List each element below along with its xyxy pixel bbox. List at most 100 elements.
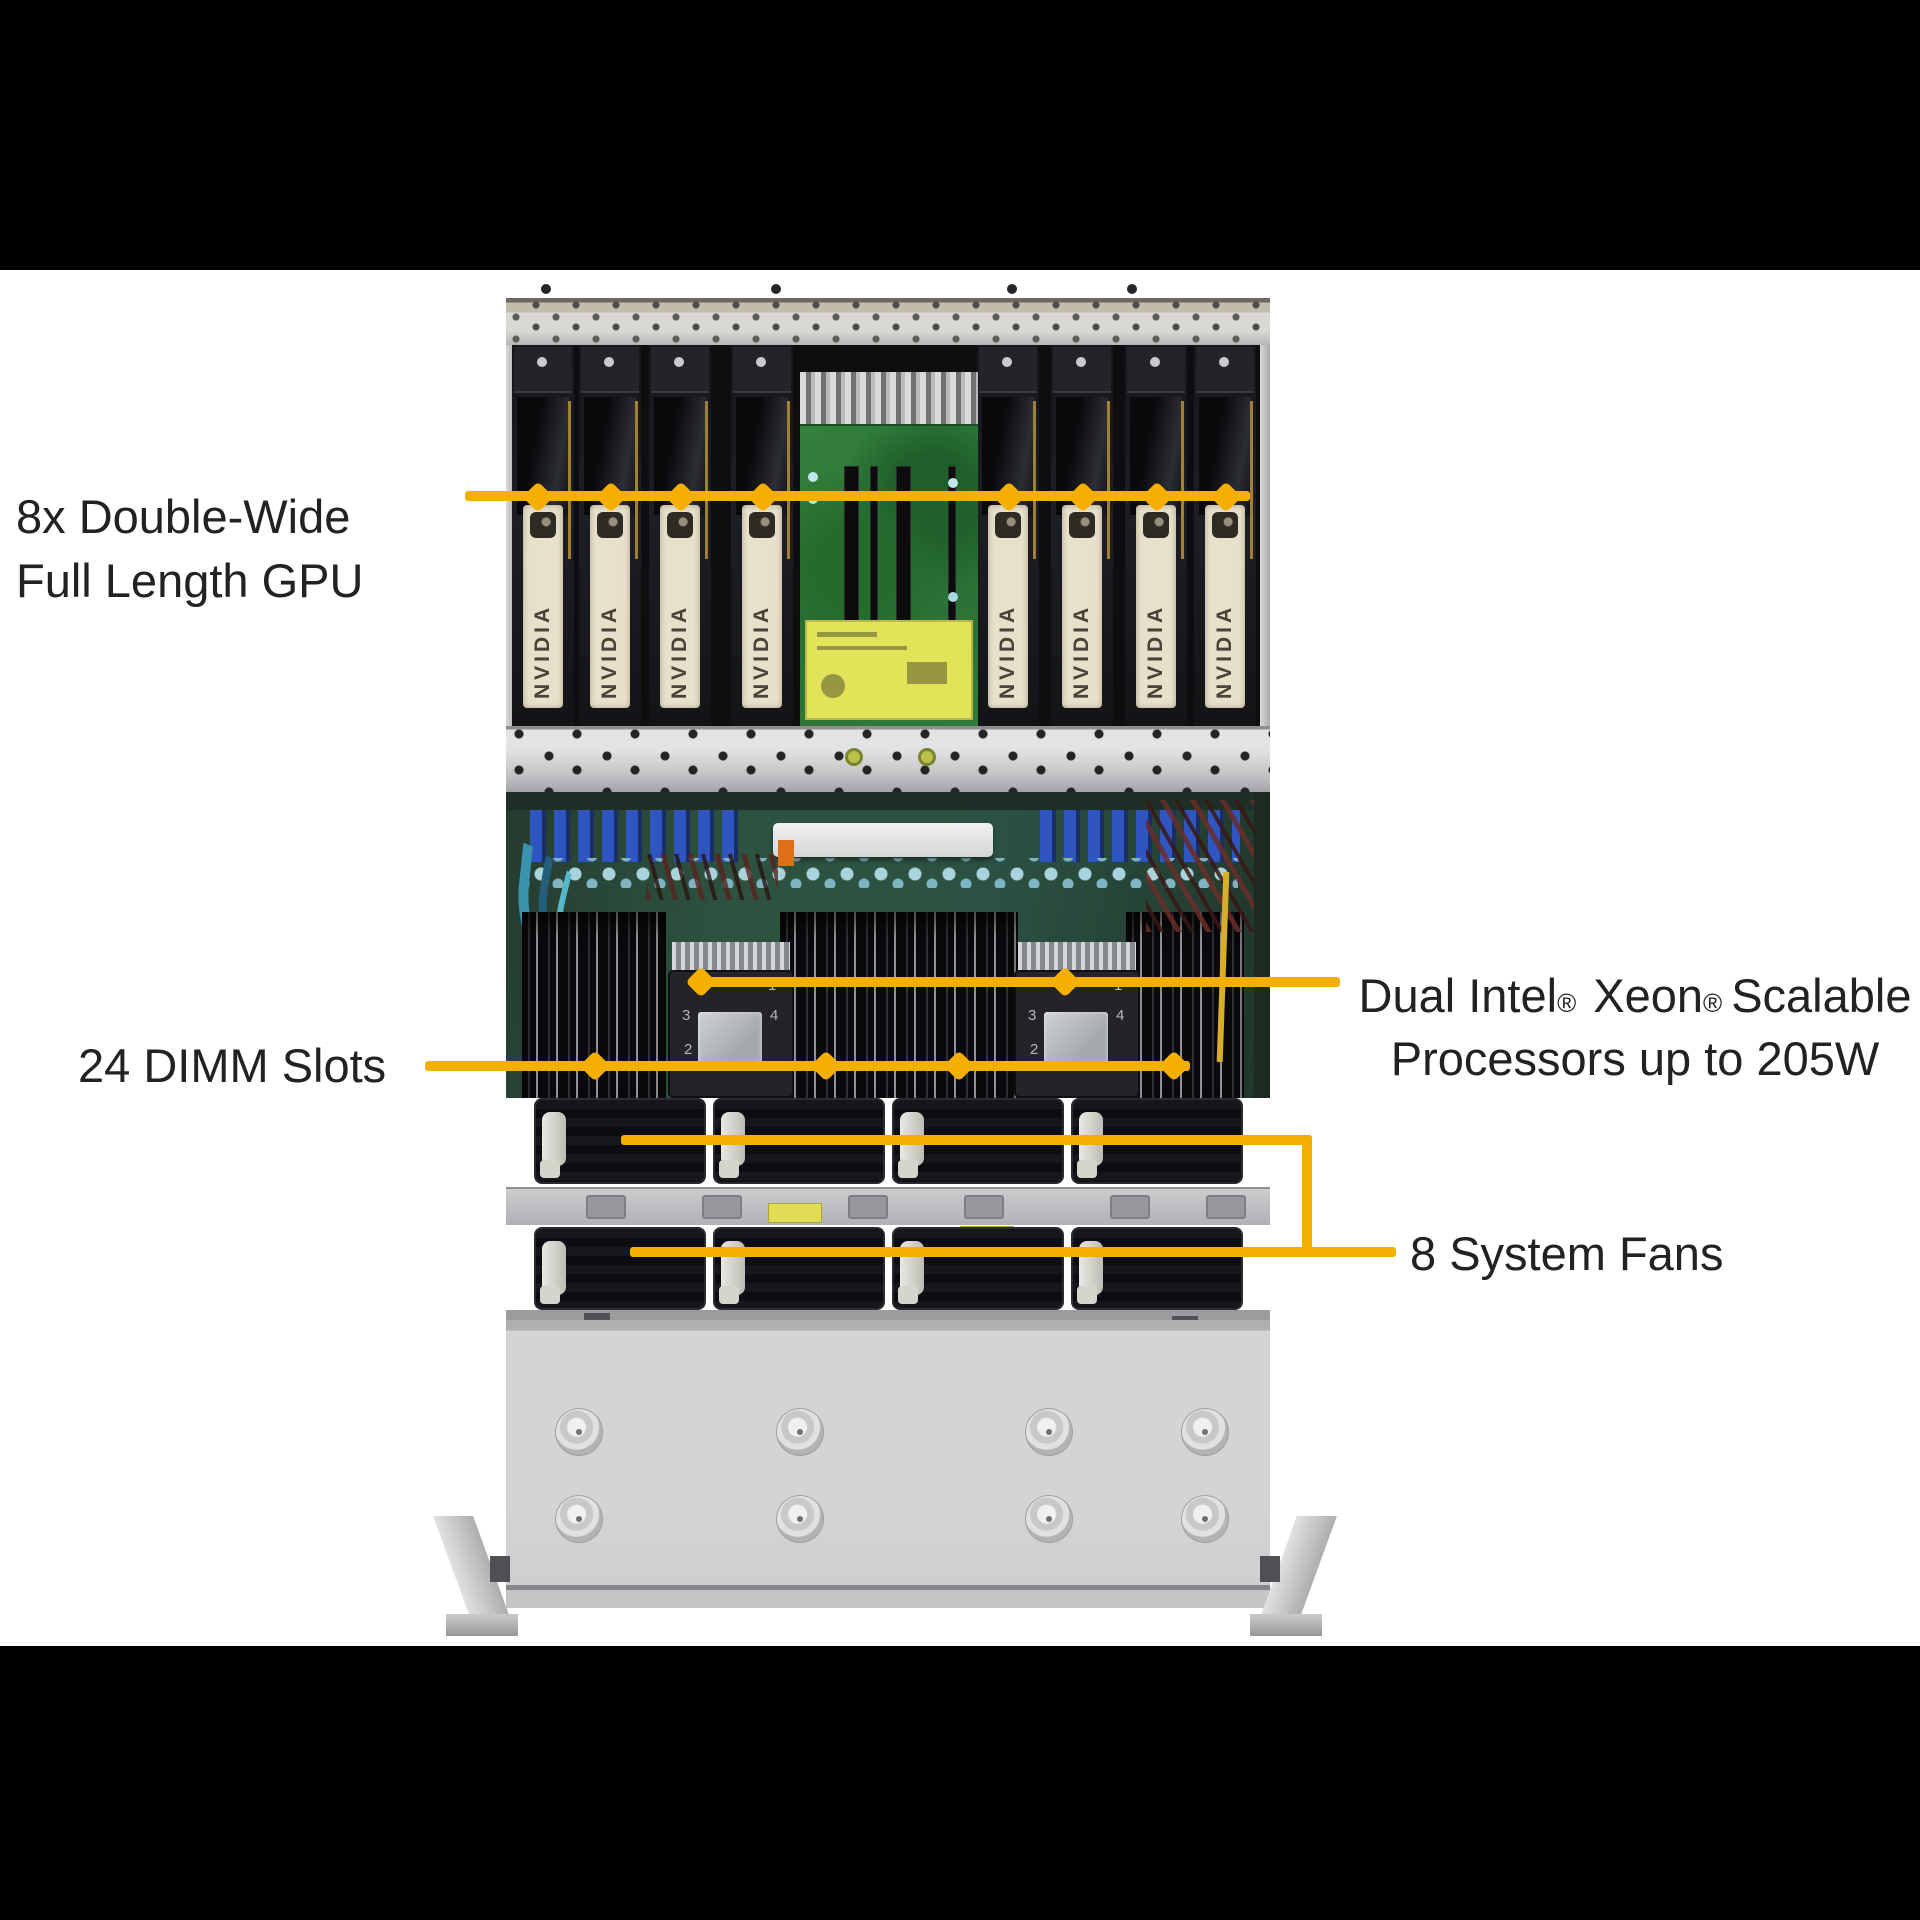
heatsink-mark: 2 — [684, 1041, 693, 1058]
nvidia-logo-icon — [1069, 512, 1095, 538]
gpu-card-5: NVIDIA — [977, 345, 1039, 726]
chassis-screw — [1007, 284, 1017, 294]
dimm-annotation: 24 DIMM Slots — [78, 1039, 387, 1092]
fan-hook — [898, 1286, 918, 1304]
gpu-bracket — [979, 347, 1037, 393]
heatsink-mark: 4 — [1116, 1007, 1125, 1024]
screw-icon — [918, 748, 936, 766]
nvidia-logo-icon — [1212, 512, 1238, 538]
gpu-label-strip: NVIDIA — [1205, 505, 1245, 708]
gpu-gold-edge — [635, 401, 638, 559]
panel-screw — [1025, 1495, 1073, 1543]
bracket-tab — [1206, 1195, 1246, 1219]
gpu-card-2: NVIDIA — [579, 345, 641, 726]
chassis-foot-left — [433, 1516, 520, 1642]
fan-hook — [540, 1286, 560, 1304]
bottom-panel — [506, 1320, 1270, 1608]
heatsink-label — [1044, 1012, 1108, 1064]
gpu-bracket — [1127, 347, 1185, 393]
cpu-text: Dual Intel — [1358, 969, 1558, 1022]
panel-screw — [1181, 1495, 1229, 1543]
bracket-tab — [848, 1195, 888, 1219]
vent-slot — [584, 1313, 610, 1321]
motherboard: 1 3 4 2 1 3 4 2 — [505, 792, 1270, 1098]
gpu-label-strip: NVIDIA — [523, 505, 563, 708]
cpu-annotation-line1: Dual Intel®Xeon®Scalable — [1350, 968, 1920, 1031]
bracket-tab — [1110, 1195, 1150, 1219]
system-fan-7 — [892, 1227, 1064, 1310]
gpu-annotation-line2: Full Length GPU — [16, 554, 364, 607]
cpu-annotation-line2: Processors up to 205W — [1390, 1032, 1880, 1085]
fans-annotation: 8 System Fans — [1410, 1227, 1724, 1280]
airshroud-handle — [773, 823, 993, 857]
capacitor-row — [524, 858, 1238, 888]
nvidia-logo-icon — [667, 512, 693, 538]
sticker-mark — [821, 674, 845, 698]
motherboard-edge — [506, 792, 1270, 810]
dimm-callout-line — [425, 1061, 1190, 1071]
sticker-mark — [907, 662, 947, 684]
cpu-text: Scalable — [1731, 969, 1912, 1022]
screw-icon — [756, 357, 766, 367]
fan-hook — [1077, 1286, 1097, 1304]
panel-screw — [555, 1408, 603, 1456]
letterbox-top — [0, 0, 1920, 270]
heatsink-mark: 2 — [1030, 1041, 1039, 1058]
nvidia-logo-icon — [597, 512, 623, 538]
chassis-top-rail — [506, 298, 1270, 345]
chassis-edge-right — [1254, 792, 1270, 1098]
gpu-card-3: NVIDIA — [649, 345, 711, 726]
heatsink-label — [698, 1012, 762, 1064]
gpu-brand-text: NVIDIA — [531, 603, 554, 699]
chassis-screw — [541, 284, 551, 294]
fans-callout-bracket — [1302, 1135, 1312, 1257]
gpu-gold-edge — [1250, 401, 1253, 559]
gpu-annotation: 8x Double-Wide Full Length GPU — [16, 485, 363, 613]
screw-icon — [674, 357, 684, 367]
wire-bundle-right — [1146, 800, 1258, 932]
nvidia-logo-icon — [995, 512, 1021, 538]
bracket-tab — [586, 1195, 626, 1219]
gpu-label-strip: NVIDIA — [660, 505, 700, 708]
gpu-callout-line — [465, 491, 1250, 501]
gpu-gold-edge — [1107, 401, 1110, 559]
gpu-brand-text: NVIDIA — [750, 603, 773, 699]
chassis-screw — [771, 284, 781, 294]
gpu-brand-text: NVIDIA — [1070, 603, 1093, 699]
screw-icon — [1076, 357, 1086, 367]
panel-screw — [776, 1495, 824, 1543]
bracket-tab — [702, 1195, 742, 1219]
gpu-bracket — [651, 347, 709, 393]
gpu-label-strip: NVIDIA — [590, 505, 630, 708]
screw-icon — [1219, 357, 1229, 367]
chassis-foot-right — [1250, 1516, 1337, 1642]
gpu-bracket — [733, 347, 791, 393]
gpu-gold-edge — [1033, 401, 1036, 559]
panel-screw — [1025, 1408, 1073, 1456]
cpu-annotation: Dual Intel®Xeon®Scalable Processors up t… — [1350, 968, 1920, 1086]
cpu-heatsink-2: 1 3 4 2 — [1014, 942, 1140, 1098]
screw-icon — [1150, 357, 1160, 367]
gpu-brand-text: NVIDIA — [996, 603, 1019, 699]
fans-callout-line-top — [621, 1135, 1312, 1145]
gpu-card-6: NVIDIA — [1051, 345, 1113, 726]
gpu-bracket — [1196, 347, 1254, 393]
warning-sticker — [805, 620, 973, 720]
gpu-card-4: NVIDIA — [731, 345, 793, 726]
fan-bracket-strip — [506, 1187, 1270, 1225]
screw-icon — [845, 748, 863, 766]
gpu-label-strip: NVIDIA — [1062, 505, 1102, 708]
caution-sticker — [768, 1203, 822, 1223]
power-connector — [778, 840, 794, 866]
gpu-brand-text: NVIDIA — [1213, 603, 1236, 699]
gpu-label-strip: NVIDIA — [988, 505, 1028, 708]
screw-icon — [604, 357, 614, 367]
fan-hook — [898, 1160, 918, 1178]
cpu-callout-line — [697, 977, 1340, 987]
panel-screw — [1181, 1408, 1229, 1456]
screw-icon — [537, 357, 547, 367]
foot-pad — [1250, 1614, 1322, 1636]
registered-mark: ® — [1703, 988, 1723, 1018]
fan-base-strip — [506, 1310, 1270, 1320]
